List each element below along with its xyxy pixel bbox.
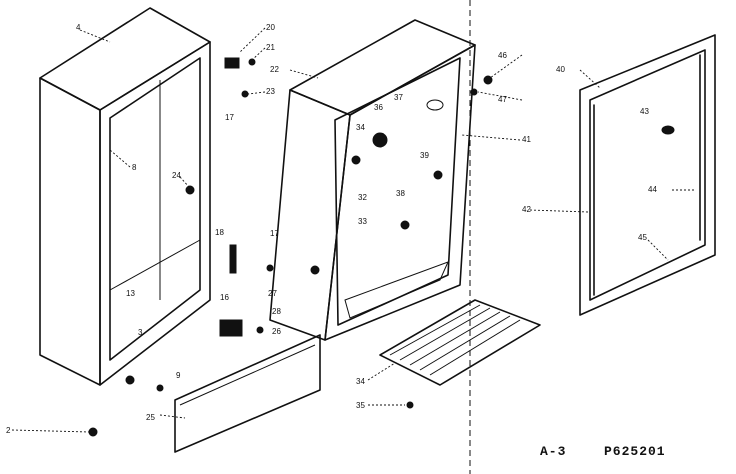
- callout-label: 40: [556, 65, 565, 74]
- callout-label: 42: [522, 205, 531, 214]
- bottom-grille: [379, 299, 541, 386]
- kickplate: [174, 334, 321, 453]
- leader-lines: [11, 27, 696, 433]
- figure-reference: A-3: [540, 444, 566, 459]
- callout-label: 34: [356, 123, 365, 132]
- door-liner: [269, 19, 476, 341]
- callout-label: 41: [522, 135, 531, 144]
- callout-label: 20: [266, 23, 275, 32]
- callout-labels: 4 20 21 22 23 17 8 24 18 17 27 13 16 3 9…: [6, 23, 657, 435]
- callout-label: 34: [356, 377, 365, 386]
- callout-label: 3: [138, 328, 143, 337]
- callout-label: 47: [498, 95, 507, 104]
- callout-label: 33: [358, 217, 367, 226]
- callout-label: 32: [358, 193, 367, 202]
- part-number: P625201: [604, 444, 666, 459]
- callout-label: 17: [270, 229, 279, 238]
- callout-label: 25: [146, 413, 155, 422]
- callout-label: 13: [126, 289, 135, 298]
- callout-label: 24: [172, 171, 181, 180]
- callout-label: 23: [266, 87, 275, 96]
- callout-label: 44: [648, 185, 657, 194]
- callout-label: 18: [215, 228, 224, 237]
- callout-label: 9: [176, 371, 181, 380]
- callout-label: 26: [272, 327, 281, 336]
- callout-label: 8: [132, 163, 137, 172]
- callout-label: 46: [498, 51, 507, 60]
- callout-label: 2: [6, 426, 11, 435]
- callout-label: 22: [270, 65, 279, 74]
- callout-label: 38: [396, 189, 405, 198]
- callout-label: 43: [640, 107, 649, 116]
- callout-label: 37: [394, 93, 403, 102]
- cabinet-outer-shell: [39, 7, 211, 386]
- callout-label: 35: [356, 401, 365, 410]
- door-panel: [579, 34, 716, 316]
- callout-label: 17: [225, 113, 234, 122]
- callout-label: 36: [374, 103, 383, 112]
- callout-label: 21: [266, 43, 275, 52]
- callout-label: 45: [638, 233, 647, 242]
- callout-label: 4: [76, 23, 81, 32]
- callout-label: 39: [420, 151, 429, 160]
- hardware-parts: [88, 57, 675, 437]
- callout-label: 27: [268, 289, 277, 298]
- callout-label: 28: [272, 307, 281, 316]
- callout-label: 16: [220, 293, 229, 302]
